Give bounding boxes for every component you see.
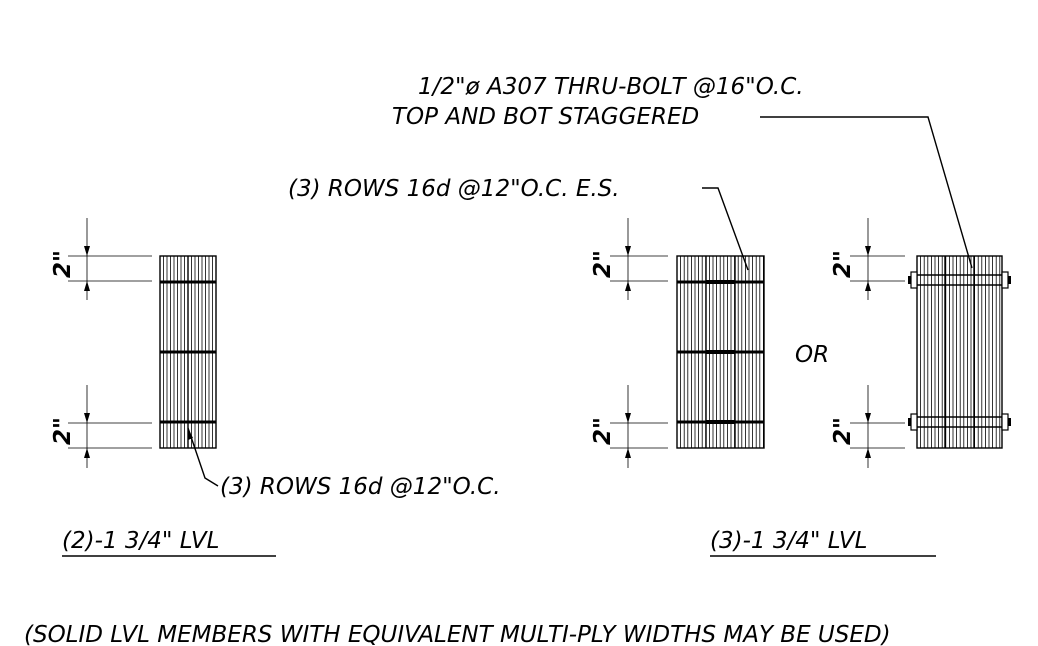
title-three-ply: (3)-1 3/4" LVL: [710, 528, 867, 554]
dimension-bottom: 2": [590, 385, 668, 468]
nail-note: (3) ROWS 16d @12"O.C.: [220, 474, 501, 500]
bolt-note-line1: 1/2"ø A307 THRU-BOLT @16"O.C.: [418, 74, 804, 100]
nail-note-es: (3) ROWS 16d @12"O.C. E.S.: [288, 176, 620, 202]
lvl-member-3ply-bolted: [908, 255, 1011, 449]
or-label: OR: [795, 342, 829, 368]
bolt-note-line2: TOP AND BOT STAGGERED: [392, 104, 699, 130]
bolt-note-leader: [760, 116, 973, 269]
dim-label-top: 2": [830, 250, 856, 278]
thru-bolt: [908, 271, 1011, 289]
two-ply-section: 2" 2" (3) ROWS 16d @12"O.C. (2)-1 3/4" L…: [50, 218, 501, 557]
title-two-ply: (2)-1 3/4" LVL: [62, 528, 219, 554]
dim-label-bottom: 2": [590, 417, 616, 445]
lvl-member-2ply: [159, 255, 217, 449]
dimension-top: 2": [50, 218, 152, 300]
footer-note: (SOLID LVL MEMBERS WITH EQUIVALENT MULTI…: [24, 622, 891, 646]
lvl-member-3ply-nailed: [676, 255, 765, 449]
dim-label-top: 2": [590, 250, 616, 278]
thru-bolt: [908, 413, 1011, 431]
nail-note-leader: [187, 427, 219, 487]
dimension-top: 2": [590, 218, 668, 300]
dimension-bottom: 2": [830, 385, 905, 468]
dim-label-bottom: 2": [50, 417, 76, 445]
dim-label-bottom: 2": [830, 417, 856, 445]
three-ply-nailed-section: 2" 2": [590, 218, 765, 468]
nail-note-es-leader: [702, 187, 749, 271]
dimension-top: 2": [830, 218, 905, 300]
dimension-bottom: 2": [50, 385, 152, 468]
three-ply-bolted-section: 2" 2": [710, 218, 1011, 557]
dim-label-top: 2": [50, 250, 76, 278]
